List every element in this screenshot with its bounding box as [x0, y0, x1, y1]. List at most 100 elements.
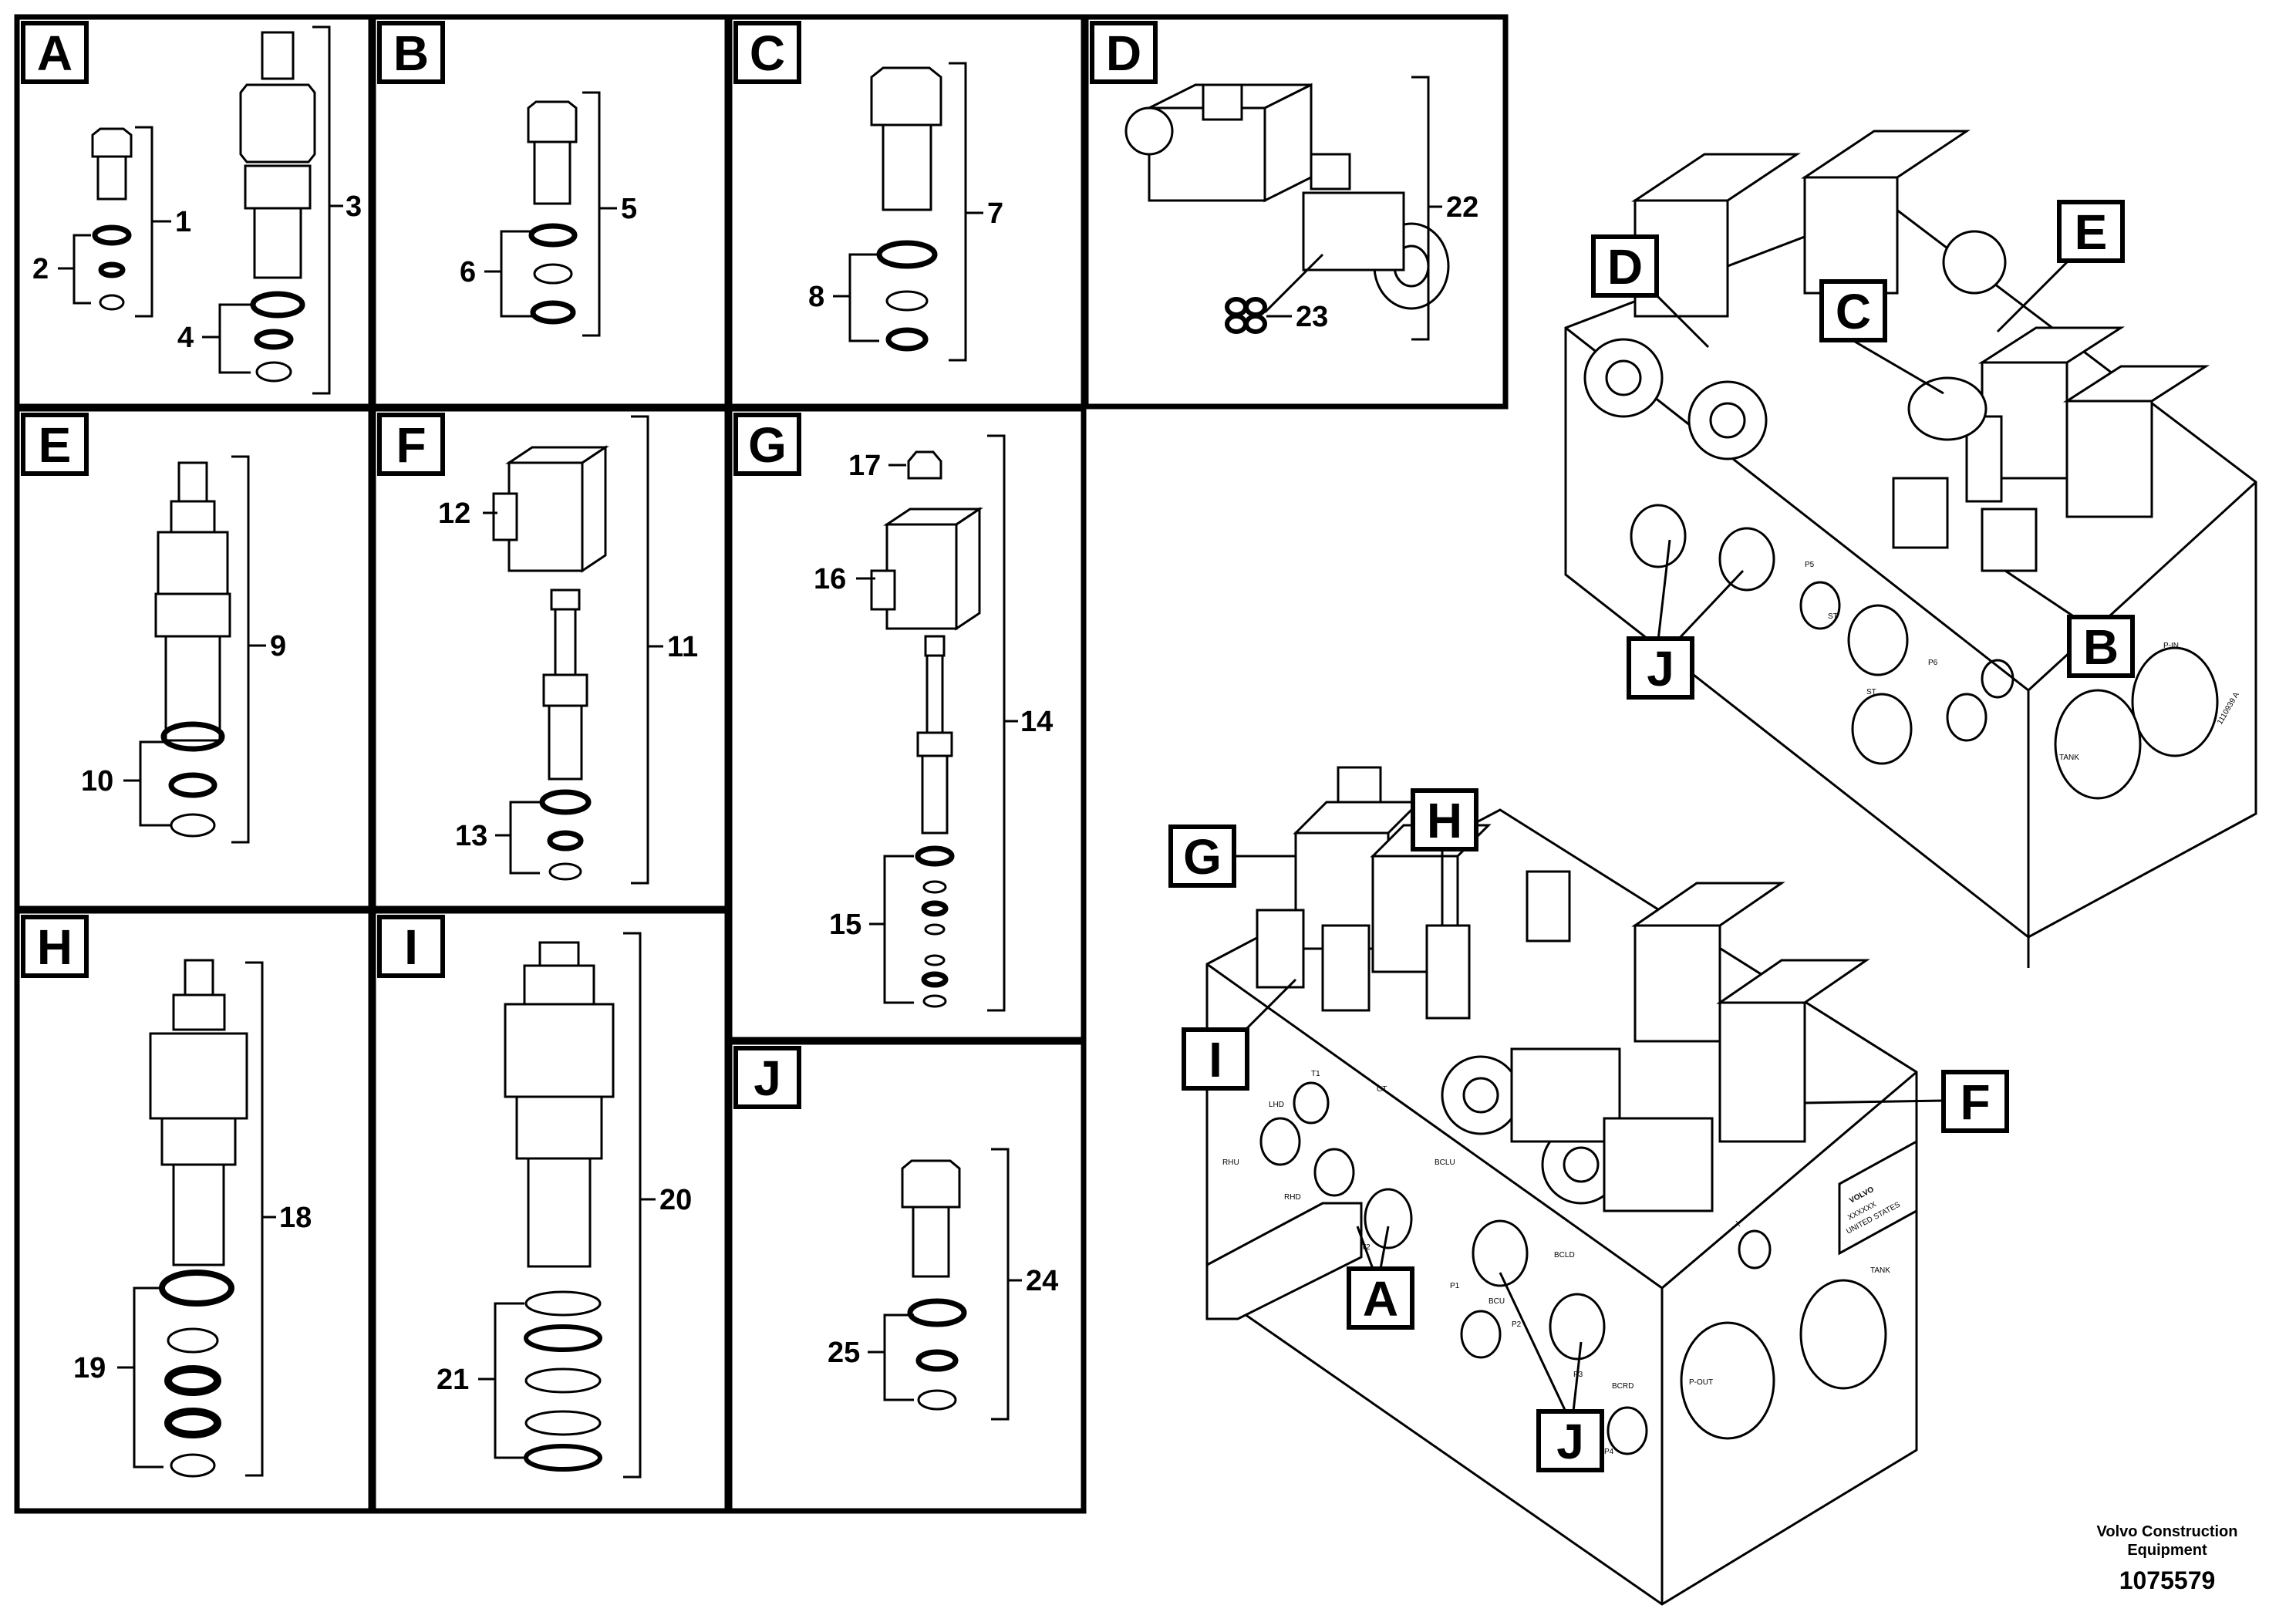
panel-d-label: D [1090, 21, 1158, 84]
callout-bottom-h: H [1411, 788, 1478, 926]
o-ring [250, 291, 305, 319]
marking-ct: CT [1377, 1085, 1387, 1094]
panel-f-letter: F [396, 417, 426, 473]
top-block-callouts: D C E J B [1591, 200, 2135, 700]
marking-x: X [1735, 1220, 1741, 1229]
callout-top-d: D [1591, 234, 1710, 349]
o-ring [254, 329, 294, 350]
port-tank [1799, 1279, 1887, 1390]
marking-p-out: P-OUT [1689, 1378, 1713, 1387]
svg-text:J: J [1647, 641, 1674, 696]
part-number-8: 8 [808, 281, 824, 313]
stem-cartridge [921, 754, 949, 835]
panel-g-label: G [733, 413, 801, 476]
bracket-11 [631, 415, 649, 885]
panel-c-label: C [733, 21, 801, 84]
adjust-screw [177, 461, 208, 503]
panel-i-letter: I [404, 919, 418, 975]
o-ring [528, 223, 578, 248]
panel-f-label: F [377, 413, 445, 476]
cartridge-top [1892, 477, 1949, 549]
solenoid-2 [1803, 176, 1899, 295]
valve-cartridge [172, 1163, 225, 1266]
lock-nut [170, 500, 216, 534]
adjust-screw [261, 31, 295, 80]
part-number-9: 9 [270, 630, 286, 663]
plug-b [1981, 508, 2038, 572]
marking-p2: P2 [1512, 1320, 1522, 1329]
relief-valve-cartridge [253, 207, 302, 279]
marking-bclu: BCLU [1435, 1158, 1455, 1167]
marking-lhd: LHD [1269, 1101, 1284, 1109]
plug-cartridge [533, 140, 571, 205]
document-number: 1075579 [2119, 1566, 2216, 1594]
coil-front [885, 523, 958, 630]
relief-valve-hex [244, 164, 312, 210]
part-number-2: 2 [32, 253, 49, 285]
valve-hex [149, 1032, 248, 1120]
backup-ring [167, 1327, 219, 1354]
backup-ring [924, 923, 946, 936]
plug-valve [901, 1159, 961, 1209]
marking-tank: TANK [2059, 754, 2079, 762]
stem-cartridge [548, 704, 583, 781]
marking-bcld: BCLD [1554, 1251, 1575, 1259]
o-ring [168, 772, 217, 798]
solenoid-1-top [1631, 153, 1801, 202]
o-ring [160, 721, 225, 752]
marking-bcrd: BCRD [1612, 1382, 1633, 1391]
solenoid-f [1718, 1001, 1806, 1143]
panel-e-letter: E [39, 417, 72, 473]
marking-rhu: RHU [1222, 1158, 1239, 1167]
bracket-3 [312, 25, 331, 395]
marking-tank: TANK [1870, 1266, 1890, 1275]
marking-bcu: BCU [1489, 1297, 1505, 1306]
bracket-10 [139, 740, 171, 827]
backup-ring [922, 994, 947, 1008]
part-number-18: 18 [279, 1202, 312, 1234]
panel-f-parts: 11 12 13 [438, 415, 698, 885]
o-ring [915, 845, 955, 867]
nameplate [1838, 1139, 1918, 1256]
backup-ring [885, 290, 929, 312]
valve-relief-2 [1321, 924, 1371, 1012]
o-ring [876, 240, 938, 269]
o-ring [915, 1349, 959, 1372]
bracket-1 [135, 126, 153, 318]
panel-i-parts: 20 21 [437, 932, 692, 1479]
port-p-out [1680, 1321, 1775, 1440]
coil-connector [870, 569, 896, 611]
bracket-5 [582, 91, 601, 337]
valve-hex [504, 1003, 615, 1098]
o-ring [885, 327, 929, 352]
stem-tube [554, 608, 577, 676]
part-number-5: 5 [621, 193, 637, 225]
callout-bottom-g: G [1168, 824, 1296, 888]
panel-d-frame [1083, 14, 1509, 410]
backup-ring [533, 263, 573, 285]
port-p-in [2131, 646, 2219, 757]
coil-nut-left [1124, 106, 1174, 156]
stem-hex [542, 673, 588, 707]
o-ring [524, 1444, 602, 1472]
valve-relief-3 [1526, 870, 1571, 943]
panel-a-letter: A [37, 25, 72, 81]
o-ring [164, 1408, 221, 1438]
coil-side [955, 507, 981, 631]
solenoid-1 [1633, 924, 1721, 1043]
bracket-25 [883, 1313, 914, 1401]
solenoid-1-top [1631, 882, 1785, 927]
panel-a-parts: 1 2 3 4 [32, 25, 362, 395]
marking-st-1: ST [1828, 612, 1838, 621]
o-ring [159, 1270, 234, 1307]
callout-top-b: B [2004, 569, 2135, 678]
bracket-6 [500, 230, 532, 318]
valve-block-bottom: VOLVO XXXXXX UNITED STATES T1 LHD CT RHU… [1205, 766, 1918, 1606]
part-number-15: 15 [829, 909, 861, 941]
valve-cap [538, 941, 580, 967]
panel-d-letter: D [1106, 25, 1141, 81]
bracket-19 [133, 1286, 164, 1469]
panel-a-label: A [21, 21, 89, 84]
connector-right [1310, 153, 1351, 191]
